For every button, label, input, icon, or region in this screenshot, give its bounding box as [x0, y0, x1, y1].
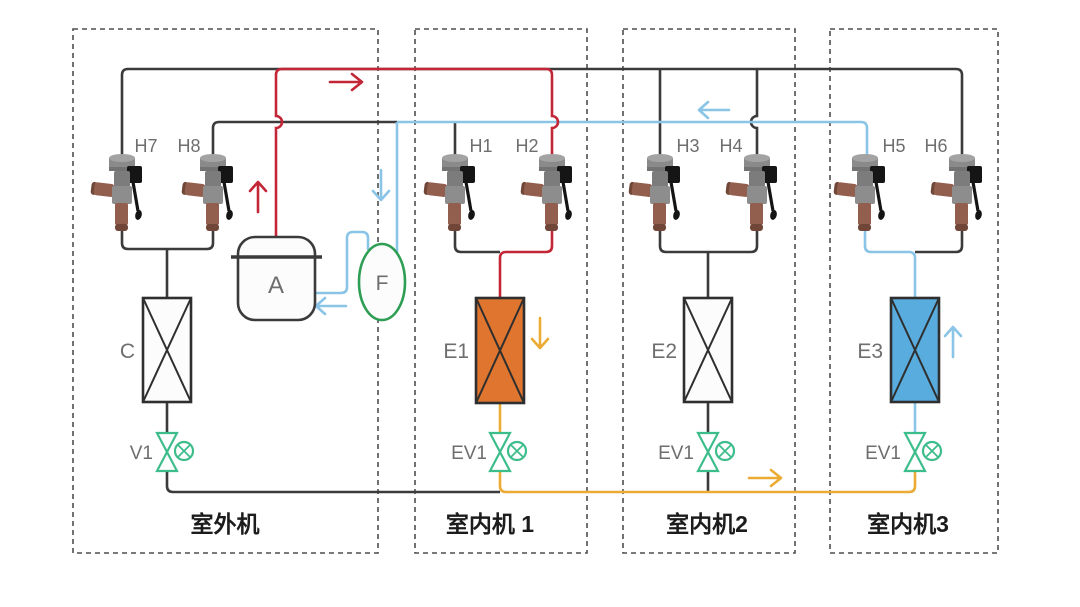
- heat-exchanger-e1: [474, 296, 526, 405]
- solenoid-valve-h1: [421, 152, 478, 233]
- flow-arrow-orange-right: [747, 468, 783, 488]
- valve-label-ev1-indoor3: EV1: [865, 443, 901, 464]
- component-label-c: C: [120, 340, 135, 363]
- pipe-liquid-black: [165, 471, 500, 494]
- solenoid-valve-h6: [928, 152, 985, 233]
- pipe-liquid-orange: [498, 471, 917, 494]
- component-label-e2: E2: [651, 340, 677, 363]
- solenoid-valve-h4: [723, 152, 780, 233]
- flow-arrow-orange-down-e1: [530, 316, 550, 350]
- component-label-a: A: [268, 272, 284, 299]
- unit-label-outdoor: 室外机: [191, 511, 260, 537]
- solenoid-valve-h3: [626, 152, 683, 233]
- valve-label-h5: H5: [882, 136, 905, 156]
- pipe-unit3-join-black: [915, 230, 964, 254]
- valve-label-h7: H7: [134, 136, 157, 156]
- heat-exchanger-e3: [889, 296, 941, 404]
- valve-v1-symbol: [155, 431, 195, 473]
- pipe-f-to-a: [315, 230, 370, 295]
- orange-piping: [498, 402, 917, 494]
- valve-label-ev1-indoor1: EV1: [451, 443, 487, 464]
- valve-label-ev1-indoor2: EV1: [658, 443, 694, 464]
- unit-label-indoor2: 室内机2: [666, 511, 748, 537]
- pipe-hot-gas-to-e1: [498, 230, 554, 298]
- pipe-h4-riser: [749, 69, 759, 157]
- red-piping: [274, 67, 560, 298]
- valve-label-h8: H8: [177, 136, 200, 156]
- pipe-mid-line-black: [211, 120, 397, 157]
- flow-arrow-red-up: [248, 180, 268, 214]
- component-f-circle: [357, 242, 407, 322]
- valve-label-v1: V1: [130, 443, 153, 464]
- valve-ev1-indoor2-symbol: [696, 431, 736, 473]
- pipe-top-gas-line: [120, 67, 964, 157]
- flow-arrow-red-right: [328, 72, 364, 92]
- flow-arrow-blue-up-e3: [943, 325, 963, 359]
- pipe-discharge-hot-gas: [274, 67, 560, 237]
- unit-label-indoor1: 室内机 1: [446, 511, 534, 537]
- component-label-e3: E3: [857, 340, 883, 363]
- heat-exchanger-e2: [682, 296, 734, 404]
- valve-label-h3: H3: [676, 136, 699, 156]
- unit-label-indoor3: 室内机3: [867, 511, 949, 537]
- blue-piping: [315, 120, 917, 433]
- outdoor-unit-boundary: [72, 28, 379, 554]
- heat-exchanger-c: [141, 296, 193, 404]
- valve-ev1-indoor1-symbol: [488, 431, 528, 473]
- indoor-unit-2-boundary: [622, 28, 796, 554]
- pipe-suction-main: [397, 120, 869, 157]
- indoor-unit-1-boundary: [414, 28, 588, 554]
- valve-label-h1: H1: [469, 136, 492, 156]
- flow-arrow-blue-down: [371, 168, 391, 202]
- solenoid-valve-h8: [179, 152, 236, 233]
- solenoid-valve-h7: [88, 152, 145, 233]
- pipe-unit2-join: [658, 230, 759, 254]
- component-label-f: F: [376, 272, 389, 295]
- pipe-unit3-join-blue: [863, 230, 917, 298]
- pipe-outdoor-valve-join: [120, 230, 215, 251]
- valve-label-h2: H2: [515, 136, 538, 156]
- solenoid-valve-h5: [831, 152, 888, 233]
- valve-label-h6: H6: [924, 136, 947, 156]
- component-a-vessel: [231, 235, 322, 322]
- pipe-unit1-join-black: [453, 230, 500, 254]
- solenoid-valve-h2: [518, 152, 575, 233]
- indoor-unit-3-boundary: [829, 28, 999, 554]
- valve-ev1-indoor3-symbol: [903, 431, 943, 473]
- valve-label-h4: H4: [719, 136, 742, 156]
- flow-arrow-blue-left-suction: [697, 100, 731, 120]
- flow-arrow-blue-left-to-a: [314, 296, 348, 316]
- component-label-e1: E1: [443, 340, 469, 363]
